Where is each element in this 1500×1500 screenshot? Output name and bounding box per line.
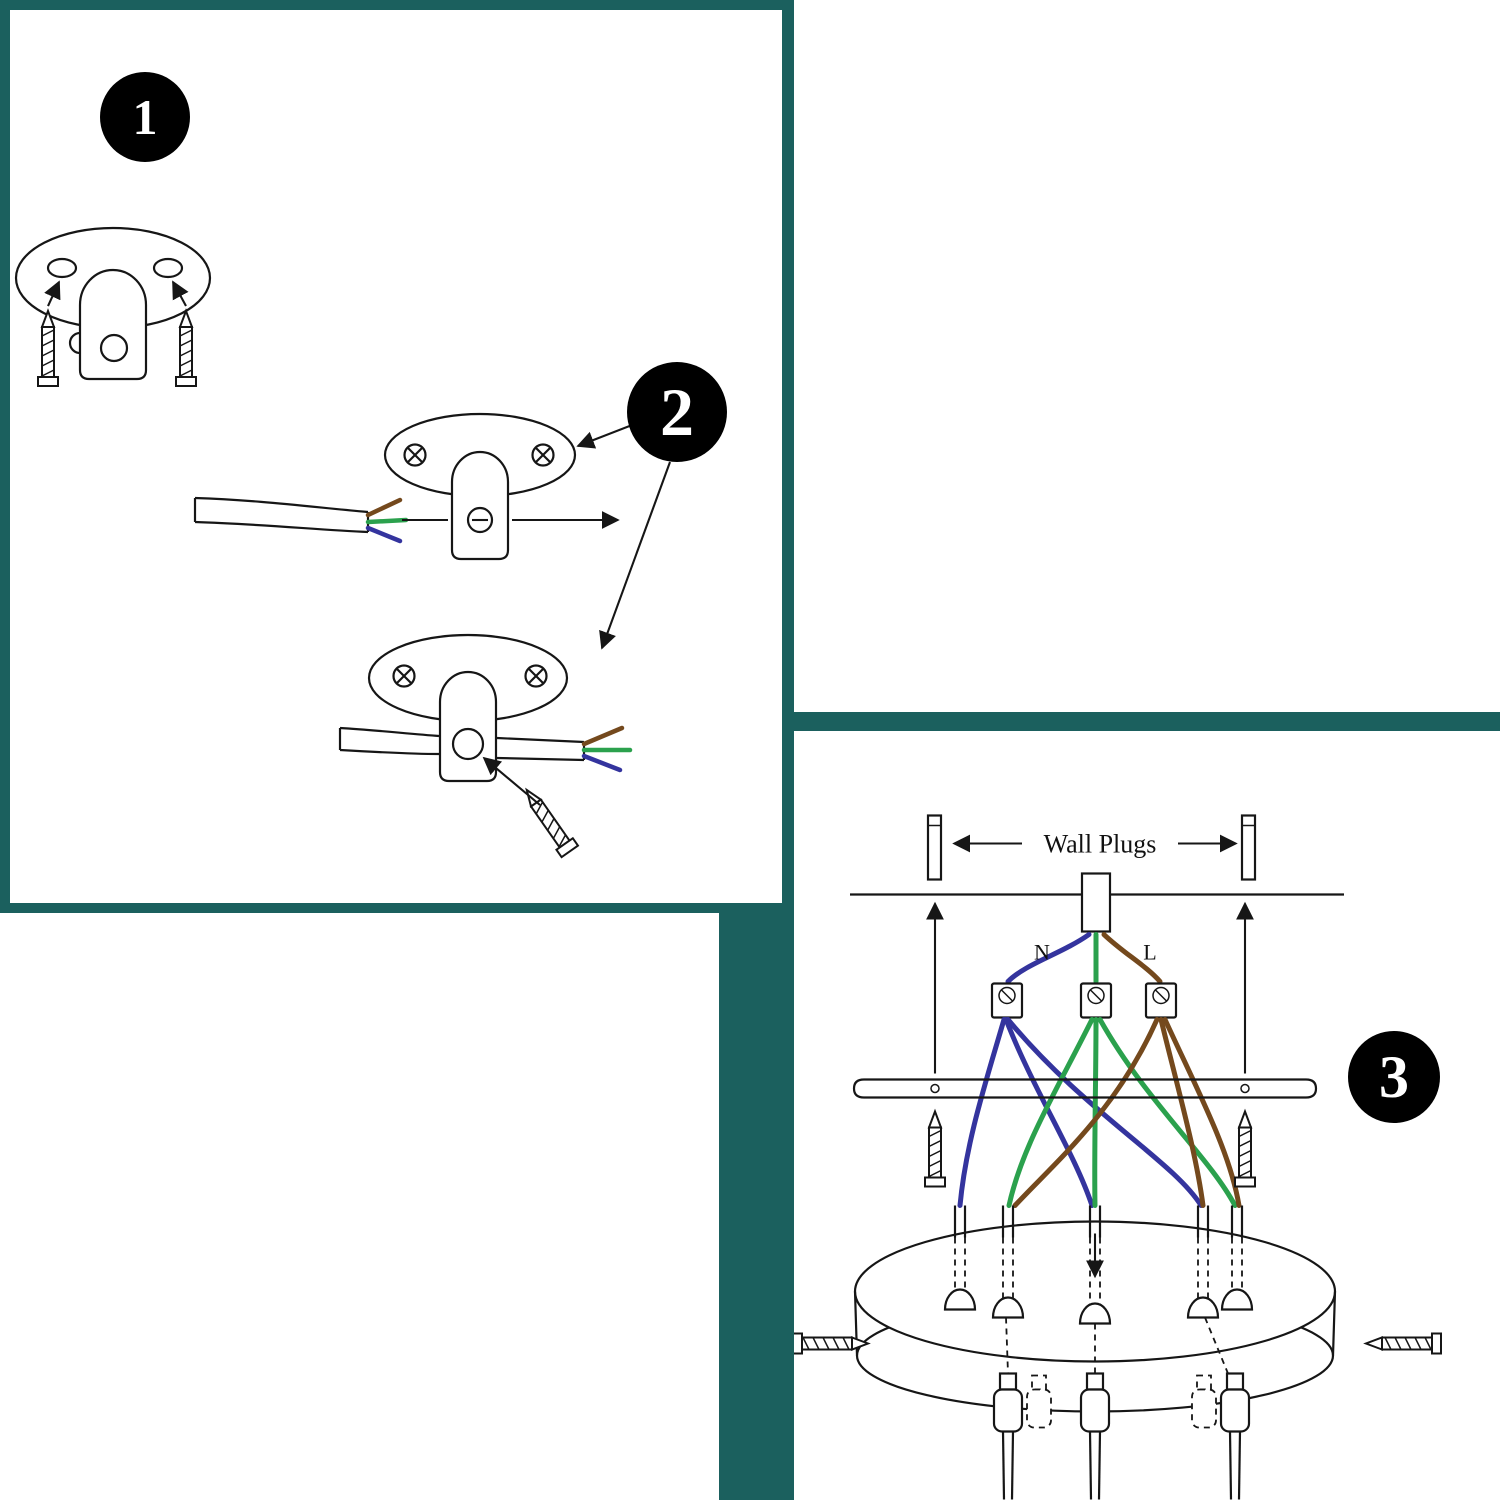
arrow-icon xyxy=(44,280,61,307)
green-wires xyxy=(1006,1017,1238,1208)
screw-icon xyxy=(924,1110,946,1188)
cord-grip-icon xyxy=(992,1372,1024,1500)
arrow-icon xyxy=(172,280,189,307)
screw-icon xyxy=(37,310,59,387)
green-wire xyxy=(365,517,409,525)
mains-cable xyxy=(338,726,440,756)
brown-wire xyxy=(581,725,625,747)
terminal-block-icon xyxy=(1079,982,1113,1019)
hook-bracket xyxy=(78,268,148,381)
supply-cable-entry xyxy=(1080,872,1112,933)
hook-bracket xyxy=(438,670,498,783)
step2-thread-cable-diagram xyxy=(193,412,620,561)
step2-clamp-cable-diagram xyxy=(338,633,633,859)
panel-blank-bottom-left xyxy=(0,913,719,1500)
screw-icon xyxy=(175,310,197,387)
step-1-badge: 1 xyxy=(100,72,190,162)
brown-wire xyxy=(365,497,403,518)
blue-wires xyxy=(957,1017,1204,1208)
cord-grip-icon xyxy=(1078,1302,1112,1325)
blue-wire xyxy=(1005,932,1092,984)
arrow-icon xyxy=(599,461,671,650)
cord-grip-icon xyxy=(1220,1288,1254,1311)
fixing-screw-head xyxy=(524,664,548,688)
hook-bracket xyxy=(450,450,510,561)
panel-step-3: Wall Plugs N L xyxy=(794,731,1500,1500)
cord-grip-icon xyxy=(991,1296,1025,1319)
panel-steps-1-2: 1 2 xyxy=(10,10,782,903)
screw-hole-left xyxy=(46,257,78,279)
blue-wire xyxy=(581,753,623,773)
fixing-screw-head xyxy=(392,664,416,688)
wall-plug-icon xyxy=(1240,814,1257,881)
cord-grip-ghost xyxy=(1026,1374,1052,1429)
step-3-badge: 3 xyxy=(1348,1031,1440,1123)
hidden-cords xyxy=(1005,1317,1229,1374)
bracket-notch xyxy=(68,331,81,355)
cord-grip-ghost xyxy=(1191,1374,1217,1429)
live-label: L xyxy=(1143,940,1156,965)
bracket-hole xyxy=(99,333,129,363)
terminal-block-icon xyxy=(1144,982,1178,1019)
cord-grip-icon xyxy=(1219,1372,1251,1500)
steps-1-2-diagram xyxy=(14,226,671,859)
screw-hole-right xyxy=(152,257,184,279)
bracket-hole xyxy=(451,727,485,761)
bracket-hole xyxy=(466,506,494,534)
screw-icon xyxy=(1234,1110,1256,1188)
fixing-screw-head xyxy=(403,443,427,467)
fixing-screw-head xyxy=(531,443,555,467)
pendant-cables xyxy=(953,1205,1244,1306)
step3-wiring-diagram: Wall Plugs N L xyxy=(794,814,1442,1500)
cord-grip-icon xyxy=(1079,1372,1111,1500)
arrow-icon xyxy=(482,756,541,806)
mains-cable-end xyxy=(496,725,633,773)
step1-mounting-diagram xyxy=(14,226,212,387)
mounting-bracket-bar xyxy=(852,1078,1318,1099)
wall-plugs-label: Wall Plugs xyxy=(1044,830,1157,859)
cord-grip-icon xyxy=(1186,1296,1220,1319)
screw-icon xyxy=(1365,1332,1442,1355)
neutral-label: N xyxy=(1034,940,1050,965)
wall-plug-icon xyxy=(926,814,943,881)
panel-blank-top-right xyxy=(794,0,1500,712)
cord-grip-icon xyxy=(943,1288,977,1311)
brown-wire xyxy=(1101,932,1163,984)
terminal-block-icon xyxy=(990,982,1024,1019)
mains-cable xyxy=(193,496,409,544)
blue-wire xyxy=(365,525,403,544)
step-2-badge: 2 xyxy=(627,362,727,462)
